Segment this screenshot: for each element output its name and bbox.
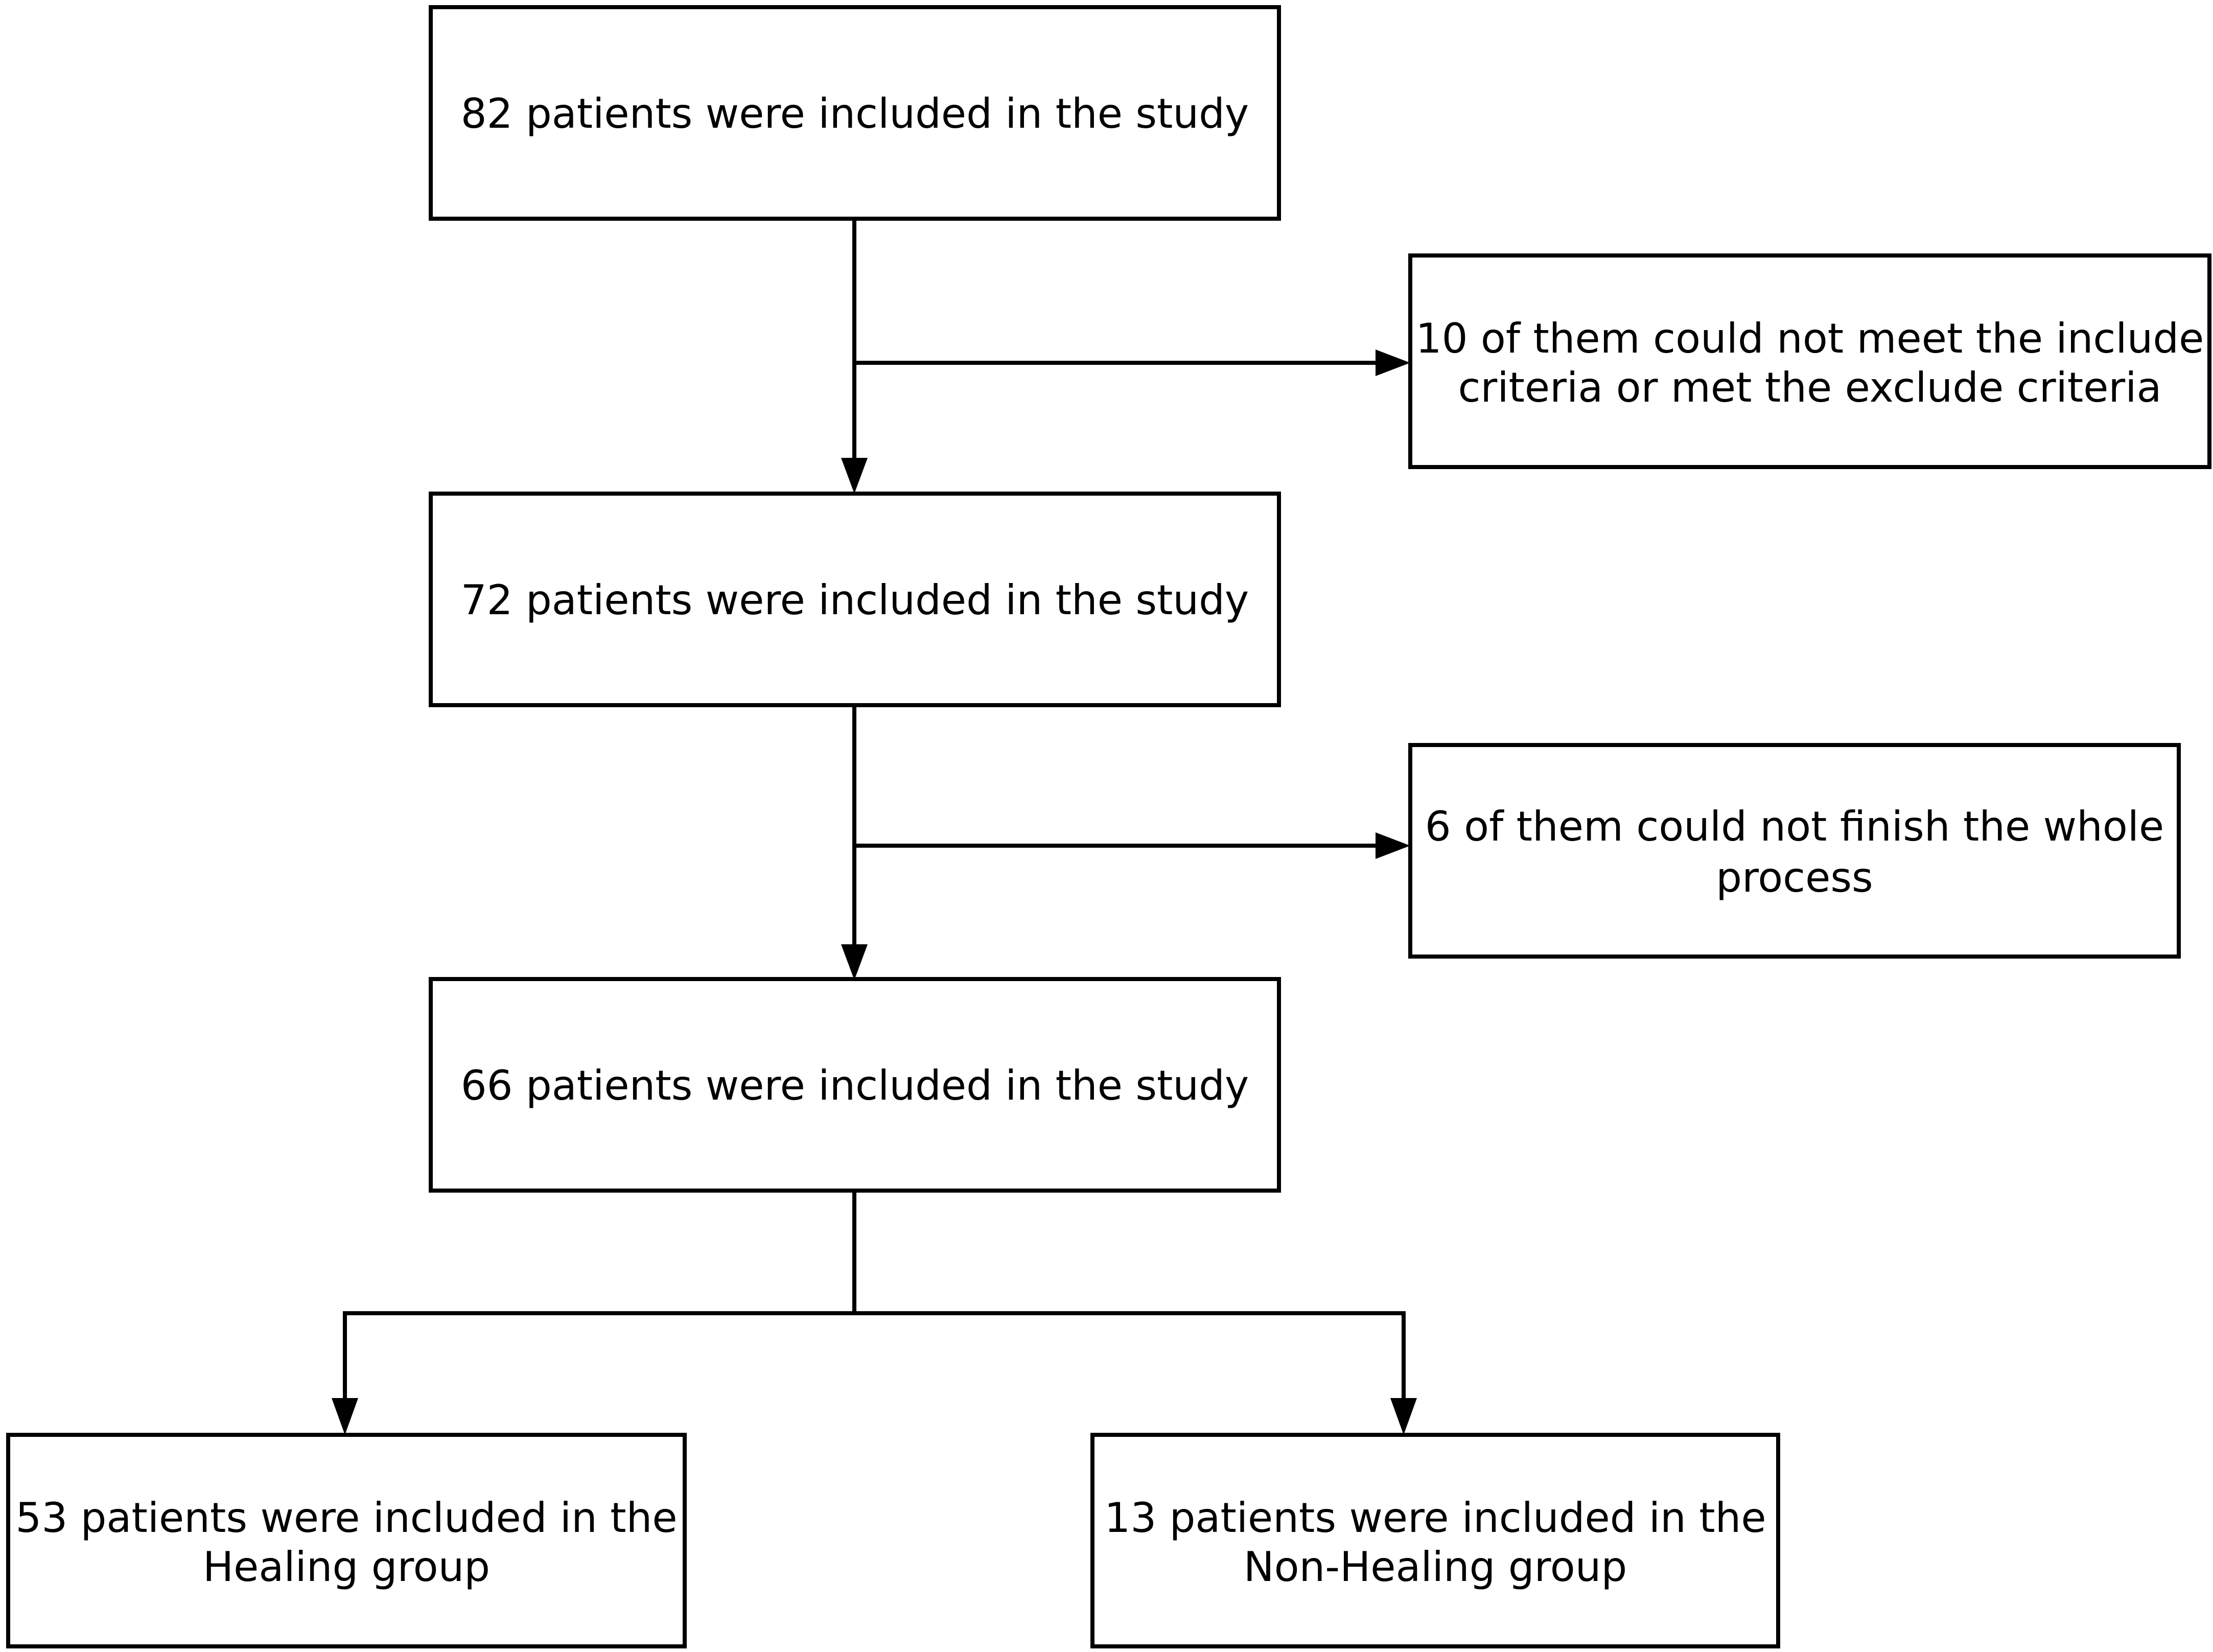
arrowhead-excluded xyxy=(1376,350,1410,376)
arrowhead-analyzed xyxy=(841,944,868,980)
arrowhead-non-healing xyxy=(1390,1398,1417,1435)
box-excluded-criteria-line-2: criteria or met the exclude criteria xyxy=(1458,364,2161,411)
arrowhead-healing xyxy=(332,1398,358,1435)
box-non-healing-group: 13 patients were included in the Non-Hea… xyxy=(1090,1433,1780,1648)
box-analyzed-line-1: 66 patients were included in the study xyxy=(461,1062,1249,1109)
box-healing-group-line-1: 53 patients were included in the xyxy=(15,1494,677,1542)
box-enrolled-line-1: 82 patients were included in the study xyxy=(461,90,1249,137)
box-after-screening-line-1: 72 patients were included in the study xyxy=(461,576,1249,624)
box-excluded-criteria-line-1: 10 of them could not meet the include xyxy=(1416,315,2204,362)
box-non-healing-group-line-2: Non-Healing group xyxy=(1244,1543,1627,1591)
arrowhead-screened xyxy=(841,458,868,494)
box-healing-group-line-2: Healing group xyxy=(203,1543,490,1591)
box-dropped-out-line-2: process xyxy=(1716,854,1873,901)
box-enrolled: 82 patients were included in the study xyxy=(429,5,1281,221)
box-analyzed: 66 patients were included in the study xyxy=(429,977,1281,1193)
box-excluded-criteria: 10 of them could not meet the include cr… xyxy=(1408,253,2211,469)
arrowhead-dropped xyxy=(1376,832,1410,859)
box-dropped-out-line-1: 6 of them could not finish the whole xyxy=(1425,803,2164,850)
box-after-screening: 72 patients were included in the study xyxy=(429,492,1281,707)
box-healing-group: 53 patients were included in the Healing… xyxy=(6,1433,687,1648)
connectors xyxy=(332,219,1417,1435)
connector-split xyxy=(343,1311,1406,1400)
box-dropped-out: 6 of them could not finish the whole pro… xyxy=(1408,743,2181,959)
box-non-healing-group-line-1: 13 patients were included in the xyxy=(1104,1494,1766,1542)
